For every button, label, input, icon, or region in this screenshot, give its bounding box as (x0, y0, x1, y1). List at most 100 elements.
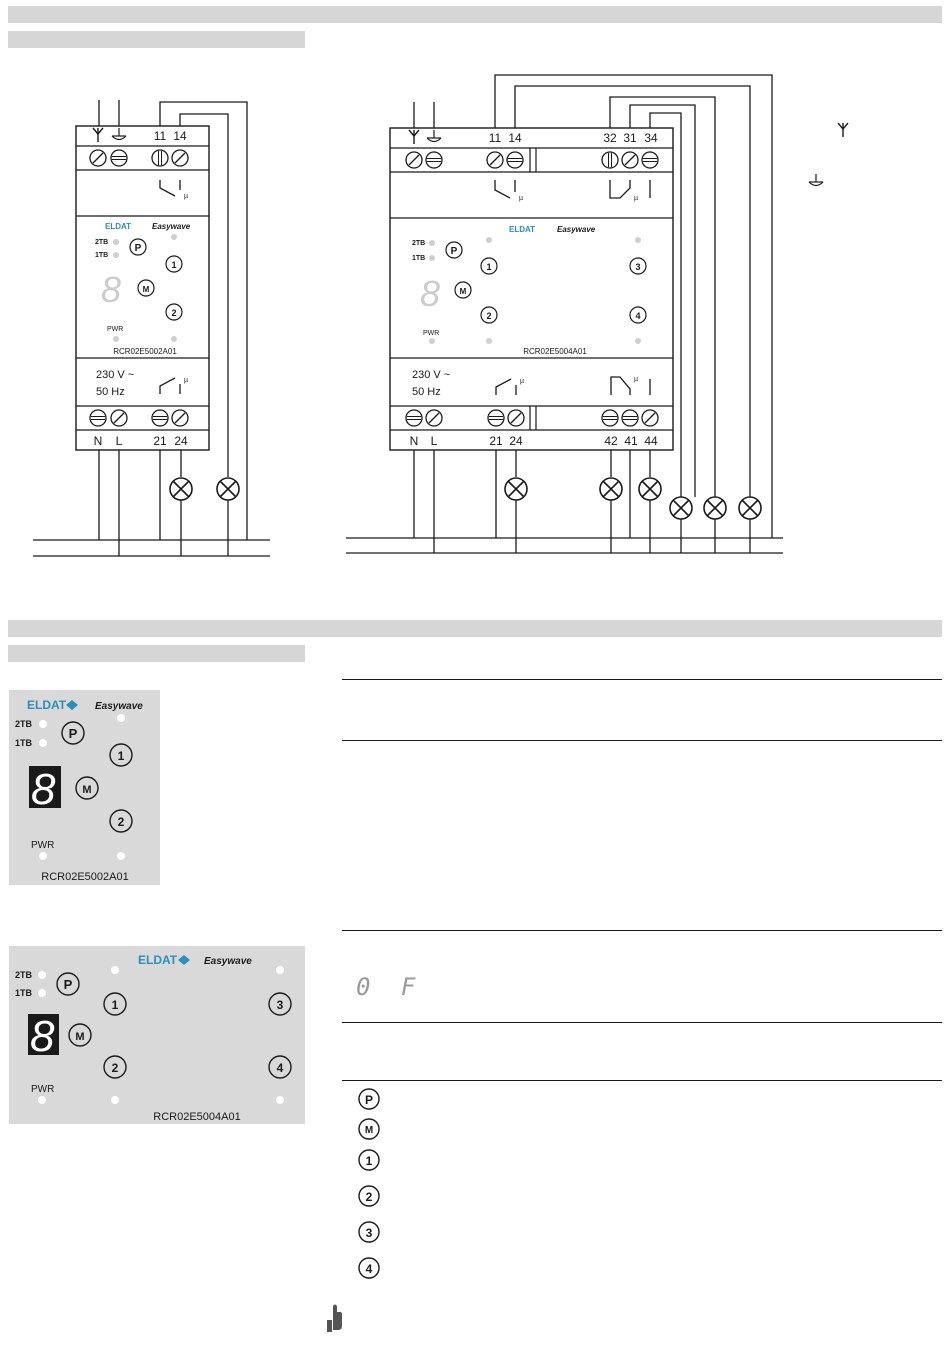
svg-text:11: 11 (489, 131, 502, 145)
svg-text:4: 4 (635, 311, 640, 321)
svg-text:Easywave: Easywave (557, 225, 596, 234)
divider-rule-5 (342, 1080, 942, 1081)
legend-p-icon: P (365, 1093, 373, 1107)
small-unit-diagram: 11 14 µ ELDAT Easywave 2TB 1TB P 1 8 M 2… (33, 100, 270, 557)
front-panel-large: ELDAT Easywave 2TB 1TB P 1 3 8 M 2 4 PWR… (9, 946, 305, 1124)
svg-text:24: 24 (509, 434, 523, 448)
svg-text:230 V ~: 230 V ~ (412, 369, 450, 381)
svg-text:1TB: 1TB (15, 988, 33, 998)
large-unit-diagram: 11 14 32 31 34 µ µ ELDAT Easywave 2TB 1T… (346, 74, 849, 554)
svg-text:P: P (69, 726, 78, 741)
svg-text:50 Hz: 50 Hz (96, 386, 125, 398)
svg-text:21: 21 (153, 434, 167, 448)
divider-rule-4 (342, 1022, 942, 1023)
svg-text:21: 21 (489, 434, 503, 448)
svg-text:2TB: 2TB (95, 239, 108, 246)
svg-text:RCR02E5002A01: RCR02E5002A01 (41, 871, 128, 883)
svg-text:µ: µ (634, 195, 638, 202)
divider-rule-3 (342, 930, 942, 931)
svg-text:M: M (82, 784, 91, 796)
svg-text:Easywave: Easywave (204, 956, 252, 967)
ground-icon (808, 173, 824, 187)
legend-2-icon: 2 (366, 1190, 373, 1204)
svg-text:8: 8 (101, 269, 121, 310)
svg-text:2: 2 (112, 1061, 119, 1075)
svg-text:1: 1 (171, 260, 176, 270)
legend-4-icon: 4 (366, 1262, 373, 1276)
svg-text:ELDAT: ELDAT (509, 225, 535, 234)
legend-icons: P M 1 2 3 4 (358, 1088, 380, 1279)
svg-text:1TB: 1TB (412, 255, 425, 262)
svg-text:ELDAT: ELDAT (27, 698, 67, 712)
svg-text:µ: µ (634, 376, 638, 383)
subsection-header-bar-top (8, 31, 305, 48)
svg-text:µ: µ (184, 377, 188, 384)
svg-text:ELDAT: ELDAT (138, 953, 178, 967)
svg-text:24: 24 (174, 434, 188, 448)
legend-m-icon: M (365, 1125, 373, 1136)
svg-text:2: 2 (486, 311, 491, 321)
svg-text:PWR: PWR (107, 326, 123, 333)
front-panel-small: ELDAT Easywave 2TB 1TB P 1 8 M 2 PWR RCR… (9, 690, 160, 885)
svg-text:Easywave: Easywave (95, 701, 143, 712)
display-readout: 0 F (356, 973, 423, 1001)
svg-text:1: 1 (112, 998, 119, 1012)
svg-text:42: 42 (604, 434, 618, 448)
hand-note-icon (327, 1304, 342, 1332)
svg-text:14: 14 (508, 131, 522, 145)
subsection-header-bar-middle (8, 645, 305, 662)
section-header-bar-middle (8, 620, 942, 637)
svg-text:PWR: PWR (31, 1084, 54, 1095)
small-logo-easywave: Easywave (152, 222, 191, 231)
svg-text:L: L (431, 434, 438, 448)
svg-text:34: 34 (644, 131, 658, 145)
svg-text:8: 8 (30, 1012, 55, 1061)
divider-rule-1 (342, 679, 942, 680)
svg-text:3: 3 (277, 998, 284, 1012)
svg-text:1: 1 (118, 749, 125, 763)
svg-text:P: P (451, 246, 458, 257)
svg-text:N: N (94, 434, 103, 448)
svg-text:2TB: 2TB (15, 970, 33, 980)
svg-text:1: 1 (486, 262, 491, 272)
svg-text:230 V ~: 230 V ~ (96, 369, 134, 381)
svg-text:2TB: 2TB (412, 240, 425, 247)
svg-text:N: N (410, 434, 419, 448)
svg-text:P: P (64, 977, 73, 992)
small-terminal-14: 14 (173, 129, 187, 143)
svg-text:M: M (143, 285, 150, 294)
svg-text:3: 3 (635, 262, 640, 272)
svg-text:PWR: PWR (423, 330, 439, 337)
svg-text:4: 4 (277, 1061, 284, 1075)
svg-text:µ: µ (520, 378, 524, 385)
svg-text:RCR02E5004A01: RCR02E5004A01 (153, 1111, 240, 1123)
svg-text:8: 8 (31, 765, 56, 814)
svg-text:P: P (135, 243, 142, 254)
svg-text:M: M (460, 287, 467, 296)
legend-3-icon: 3 (366, 1226, 373, 1240)
svg-text:31: 31 (623, 131, 637, 145)
antenna-icon (837, 122, 849, 138)
svg-text:L: L (116, 434, 123, 448)
svg-text:44: 44 (644, 434, 658, 448)
svg-text:50 Hz: 50 Hz (412, 386, 441, 398)
svg-text:2: 2 (118, 815, 125, 829)
svg-text:2: 2 (171, 308, 176, 318)
svg-text:1TB: 1TB (15, 738, 33, 748)
small-model-label: RCR02E5002A01 (113, 347, 177, 356)
svg-text:2TB: 2TB (15, 719, 33, 729)
svg-text:8: 8 (420, 273, 440, 314)
large-model-label: RCR02E5004A01 (523, 347, 587, 356)
legend-1-icon: 1 (366, 1154, 373, 1168)
svg-text:PWR: PWR (31, 840, 54, 851)
svg-text:µ: µ (184, 193, 188, 200)
section-header-bar-top (8, 6, 942, 23)
svg-text:41: 41 (624, 434, 638, 448)
svg-text:M: M (75, 1031, 84, 1043)
svg-text:µ: µ (519, 195, 523, 202)
svg-text:32: 32 (603, 131, 617, 145)
divider-rule-2 (342, 740, 942, 741)
small-logo-eldat: ELDAT (105, 222, 131, 231)
small-terminal-11: 11 (154, 129, 167, 143)
